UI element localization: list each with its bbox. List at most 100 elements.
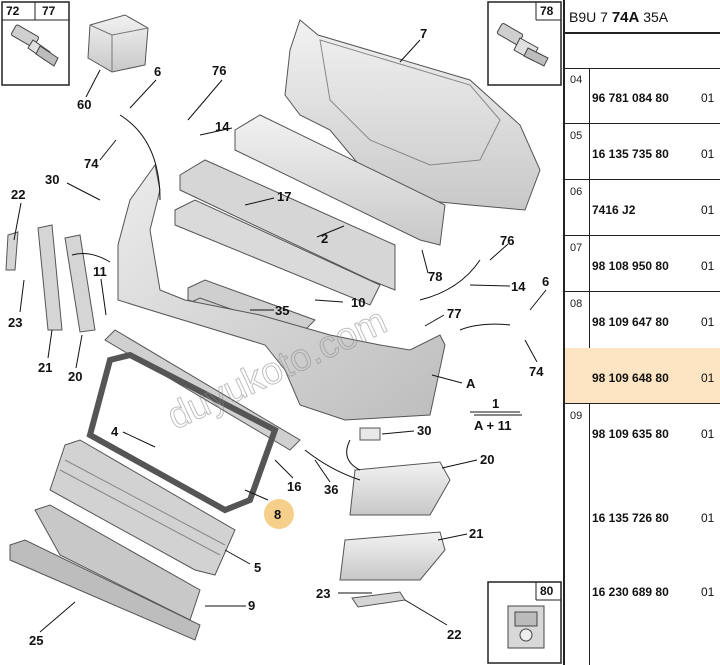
spoiler-25 xyxy=(9,539,201,641)
part-row[interactable]: 09 98 109 635 80 01 xyxy=(565,404,720,488)
header-seg3: 35A xyxy=(639,9,669,25)
label-77: 77 xyxy=(447,306,461,321)
box-78-label: 78 xyxy=(540,4,554,18)
part-reference: 98 109 647 80 xyxy=(592,315,669,329)
part-reference: 98 109 635 80 xyxy=(592,427,669,441)
label-A-plus-11: A + 11 xyxy=(474,418,511,433)
part-quantity: 01 xyxy=(701,91,715,105)
clip-nut-icon xyxy=(507,605,545,649)
part-row[interactable]: 06 7416 J2 01 xyxy=(565,180,720,236)
label-8: 8 xyxy=(274,507,281,522)
part-reference: 7416 J2 xyxy=(592,203,636,217)
label-14-top: 14 xyxy=(215,119,230,134)
box-78: 78 xyxy=(487,1,562,86)
label-16: 16 xyxy=(287,479,301,494)
label-6-right: 6 xyxy=(542,274,549,289)
exploded-parts-diagram: 72 77 78 80 xyxy=(1,1,562,664)
leader-lines xyxy=(13,39,547,633)
label-36: 36 xyxy=(324,482,338,497)
label-21-left: 21 xyxy=(38,360,52,375)
beam-2 xyxy=(234,114,446,246)
header-seg2: 74A xyxy=(611,9,640,26)
part-row[interactable]: 16 230 689 80 01 xyxy=(565,562,720,636)
label-2: 2 xyxy=(321,231,328,246)
part-quantity: 01 xyxy=(701,259,715,273)
label-21-right: 21 xyxy=(469,526,483,541)
box-72-77: 72 77 xyxy=(1,1,70,86)
grille-frame-8 xyxy=(86,351,279,514)
part-reference: 98 108 950 80 xyxy=(592,259,669,273)
label-4: 4 xyxy=(111,424,119,439)
box-80-label: 80 xyxy=(540,584,554,598)
screw-icon xyxy=(496,23,549,67)
reinforcement-7 xyxy=(284,19,541,211)
label-14-right: 14 xyxy=(511,279,526,294)
label-35: 35 xyxy=(275,303,289,318)
label-6-top: 6 xyxy=(154,64,161,79)
part-reference: 16 230 689 80 xyxy=(592,585,669,599)
parts-table: B9U 7 74A 35A 04 96 781 084 80 01 05 16 135 … xyxy=(563,0,720,665)
part-row[interactable]: 98 109 648 80 01 xyxy=(565,348,720,404)
clip-box-60 xyxy=(87,14,149,73)
label-78: 78 xyxy=(428,269,442,284)
part-quantity: 01 xyxy=(701,315,715,329)
label-23-left: 23 xyxy=(8,315,22,330)
part-row[interactable]: 07 98 108 950 80 01 xyxy=(565,236,720,292)
row-index: 04 xyxy=(570,74,583,86)
part-reference: 16 135 726 80 xyxy=(592,511,669,525)
part-quantity: 01 xyxy=(701,371,715,385)
absorber-17 xyxy=(174,159,396,306)
lower-grille-9 xyxy=(34,504,201,621)
label-22-left: 22 xyxy=(11,187,25,202)
part-reference: 96 781 084 80 xyxy=(592,91,669,105)
part-quantity: 01 xyxy=(701,585,715,599)
box-80: 80 xyxy=(487,581,562,664)
header-seg1: B9U 7 xyxy=(569,9,612,25)
label-A: A xyxy=(466,376,476,391)
bolt-icon xyxy=(10,24,59,67)
label-74-right: 74 xyxy=(529,364,544,379)
side-trims-left xyxy=(5,224,96,333)
row-index: 07 xyxy=(570,242,583,254)
row-index: 05 xyxy=(570,130,583,142)
label-22-right: 22 xyxy=(447,627,461,642)
part-row[interactable]: 08 98 109 647 80 01 xyxy=(565,292,720,348)
label-60: 60 xyxy=(77,97,91,112)
part-quantity: 01 xyxy=(701,427,715,441)
part-row[interactable]: 04 96 781 084 80 01 xyxy=(565,68,720,124)
label-23-right: 23 xyxy=(316,586,330,601)
vehicle-code-header: B9U 7 74A 35A xyxy=(565,0,720,34)
part-reference: 98 109 648 80 xyxy=(592,371,669,385)
row-index: 09 xyxy=(570,410,583,422)
header-subrow xyxy=(565,34,720,69)
part-quantity: 01 xyxy=(701,203,715,217)
label-76-right: 76 xyxy=(500,233,514,248)
label-25: 25 xyxy=(29,633,43,648)
grille-5 xyxy=(49,439,236,576)
callout-marker xyxy=(264,499,294,529)
part-quantity: 01 xyxy=(701,147,715,161)
label-1: 1 xyxy=(492,396,499,411)
part-labels: 60 6 76 7 14 74 30 17 22 2 76 11 78 14 6… xyxy=(8,26,549,648)
part-reference: 16 135 735 80 xyxy=(592,147,669,161)
label-7: 7 xyxy=(420,26,427,41)
label-74-top: 74 xyxy=(84,156,99,171)
label-17: 17 xyxy=(277,189,291,204)
label-20-left: 20 xyxy=(68,369,82,384)
box-77-label: 77 xyxy=(42,4,56,18)
label-9: 9 xyxy=(248,598,255,613)
part-row[interactable]: 16 135 726 80 01 xyxy=(565,488,720,562)
part-row[interactable]: 05 16 135 735 80 01 xyxy=(565,124,720,180)
label-5: 5 xyxy=(254,560,261,575)
row-index: 08 xyxy=(570,298,583,310)
bumper-A xyxy=(117,163,446,421)
cap-30 xyxy=(359,427,381,441)
label-30-top: 30 xyxy=(45,172,59,187)
label-11: 11 xyxy=(93,264,107,279)
label-30-right: 30 xyxy=(417,423,431,438)
part-quantity: 01 xyxy=(701,511,715,525)
box-72-label: 72 xyxy=(6,4,20,18)
row-index: 06 xyxy=(570,186,583,198)
label-10: 10 xyxy=(351,295,365,310)
fog-cover-21 xyxy=(339,531,446,581)
